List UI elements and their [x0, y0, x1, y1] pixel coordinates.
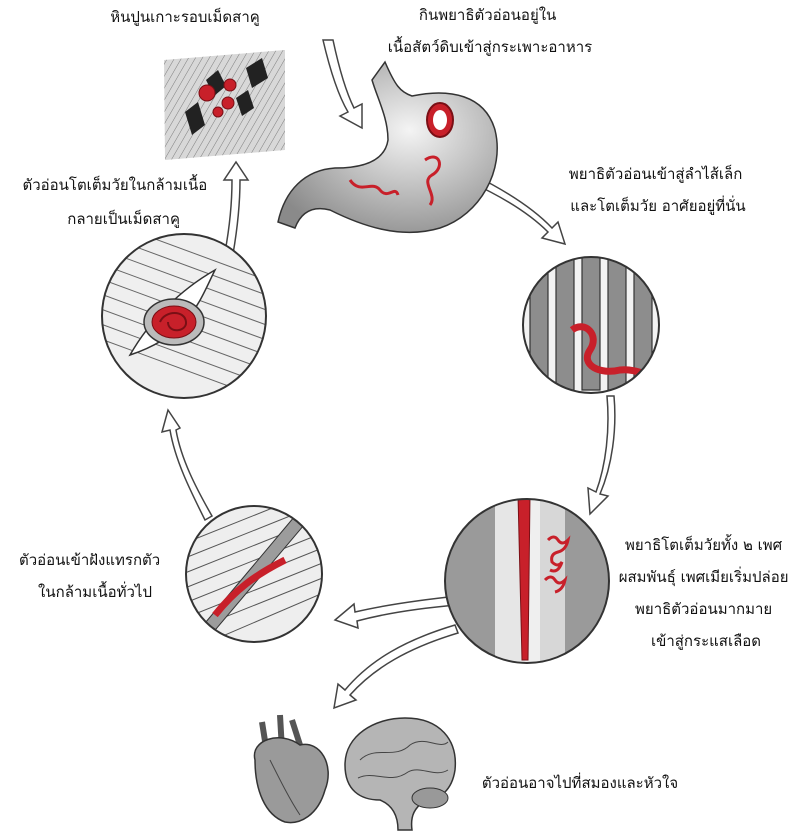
intestine-villi-circle — [523, 244, 660, 393]
calcified-cyst-patch — [150, 40, 300, 170]
label-adult-worms: พยาธิโตเต็มวัยทั้ง ๒ เพศ ผสมพันธุ์ เพศเม… — [619, 534, 794, 650]
label-brain-heart: ตัวอ่อนอาจไปที่สมองและหัวใจ — [482, 772, 678, 792]
label-encysted: ตัวอ่อนโตเต็มวัยในกล้ามเนื้อ กลายเป็นเม็… — [22, 174, 212, 228]
encysted-larva-circle — [90, 215, 280, 405]
brain-illustration — [345, 718, 455, 830]
label-calcified-cyst: หินปูนเกาะรอบเม็ดสาคู — [110, 7, 260, 26]
arrow-ingest — [323, 40, 362, 128]
label-muscle: ตัวอ่อนเข้าฝังแทรกตัว ในกล้ามเนื้อทั่วไป — [19, 551, 165, 601]
label-ingestion: กินพยาธิตัวอ่อนอยู่ใน เนื้อสัตว์ดิบเข้าส… — [388, 6, 592, 56]
arrow-blood-to-muscle — [335, 596, 458, 628]
arrow-muscle-to-cyst — [162, 410, 212, 520]
arrow-blood-to-organs — [334, 625, 458, 708]
stomach-illustration — [278, 62, 497, 232]
bloodstream-adult-worm-circle — [440, 490, 625, 670]
label-intestine: พยาธิตัวอ่อนเข้าสู่ลำไส้เล็ก และโตเต็มวั… — [569, 164, 747, 215]
heart-illustration — [254, 715, 328, 823]
arrow-intestine-to-blood — [588, 396, 615, 514]
arrow-cyst-to-patch — [224, 162, 248, 254]
